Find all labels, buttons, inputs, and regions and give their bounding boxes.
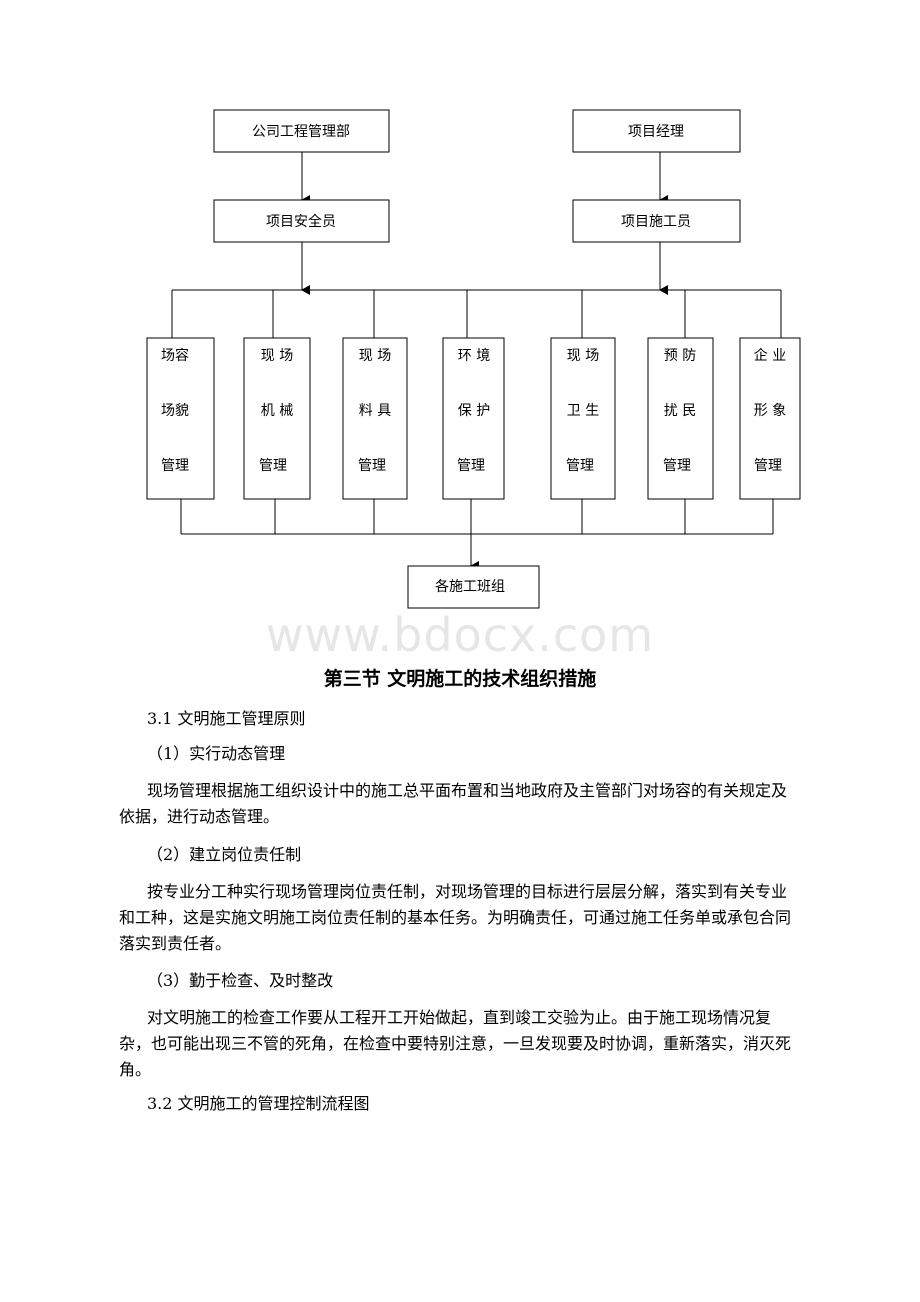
- dept-box-1: [146, 337, 215, 500]
- box-construction-teams: [407, 565, 540, 609]
- dept-6-line-2: 扰 民: [664, 403, 696, 419]
- heading-3-2: 3.2 文明施工的管理控制流程图: [147, 1094, 370, 1113]
- label-construction-teams: 各施工班组: [435, 579, 505, 595]
- dept-2-line-1: 现 场: [261, 348, 293, 364]
- dept-1-line-1: 场容: [161, 347, 189, 364]
- heading-3-1: 3.1 文明施工管理原则: [147, 709, 306, 728]
- dept-box-4: [442, 337, 505, 500]
- org-flowchart: 公司工程管理部 项目经理 项目安全员 项目施工员 场容 场貌 管理 现 场 机 …: [146, 109, 801, 609]
- label-construction-officer: 项目施工员: [621, 214, 691, 230]
- box-construction-officer: [572, 199, 741, 243]
- dept-3-line-2: 料 具: [359, 403, 391, 419]
- label-company-engineering-dept: 公司工程管理部: [252, 124, 350, 140]
- paragraph-2: 按专业分工种实行现场管理岗位责任制，对现场管理的目标进行层层分解，落实到有关专业…: [119, 882, 792, 953]
- dept-2-line-2: 机 械: [261, 403, 293, 419]
- dept-7-line-1: 企 业: [754, 347, 786, 364]
- label-project-manager: 项目经理: [628, 124, 684, 140]
- dept-box-5: [550, 337, 616, 500]
- item-3: （3）勤于检查、及时整改: [147, 971, 334, 990]
- dept-6-line-3: 管理: [663, 458, 691, 474]
- item-2: （2）建立岗位责任制: [147, 845, 302, 864]
- connector-lines: [171, 152, 782, 571]
- dept-6-line-1: 预 防: [664, 348, 696, 364]
- dept-3-line-3: 管理: [358, 458, 386, 474]
- paragraph-3: 对文明施工的检查工作要从工程开工开始做起，直到竣工交验为止。由于施工现场情况复杂…: [119, 1008, 792, 1079]
- dept-2-line-3: 管理: [259, 458, 287, 474]
- dept-7-line-3: 管理: [754, 458, 782, 474]
- dept-4-line-2: 保 护: [458, 403, 490, 419]
- box-safety-officer: [213, 199, 390, 243]
- dept-4-line-3: 管理: [457, 458, 485, 474]
- dept-1-line-2: 场貌: [161, 403, 189, 419]
- dept-box-6: [647, 337, 714, 500]
- paragraph-1: 现场管理根据施工组织设计中的施工总平面布置和当地政府及主管部门对场容的有关规定及…: [119, 781, 788, 826]
- dept-box-3: [342, 337, 408, 500]
- dept-4-line-1: 环 境: [458, 348, 490, 364]
- label-safety-officer: 项目安全员: [266, 213, 336, 230]
- dept-1-line-3: 管理: [161, 458, 189, 474]
- dept-5-line-3: 管理: [566, 458, 594, 474]
- dept-5-line-1: 现 场: [567, 348, 599, 364]
- dept-box-7: [739, 337, 801, 500]
- section-title: 第三节 文明施工的技术组织措施: [323, 668, 597, 690]
- dept-box-2: [243, 337, 311, 500]
- box-project-manager: [572, 109, 741, 153]
- dept-3-line-1: 现 场: [359, 348, 391, 364]
- dept-7-line-2: 形 象: [754, 403, 786, 419]
- item-1: （1）实行动态管理: [147, 744, 286, 763]
- box-company-engineering-dept: [213, 109, 390, 153]
- watermark: www.bdocx.com: [265, 608, 655, 662]
- dept-5-line-2: 卫 生: [567, 403, 599, 419]
